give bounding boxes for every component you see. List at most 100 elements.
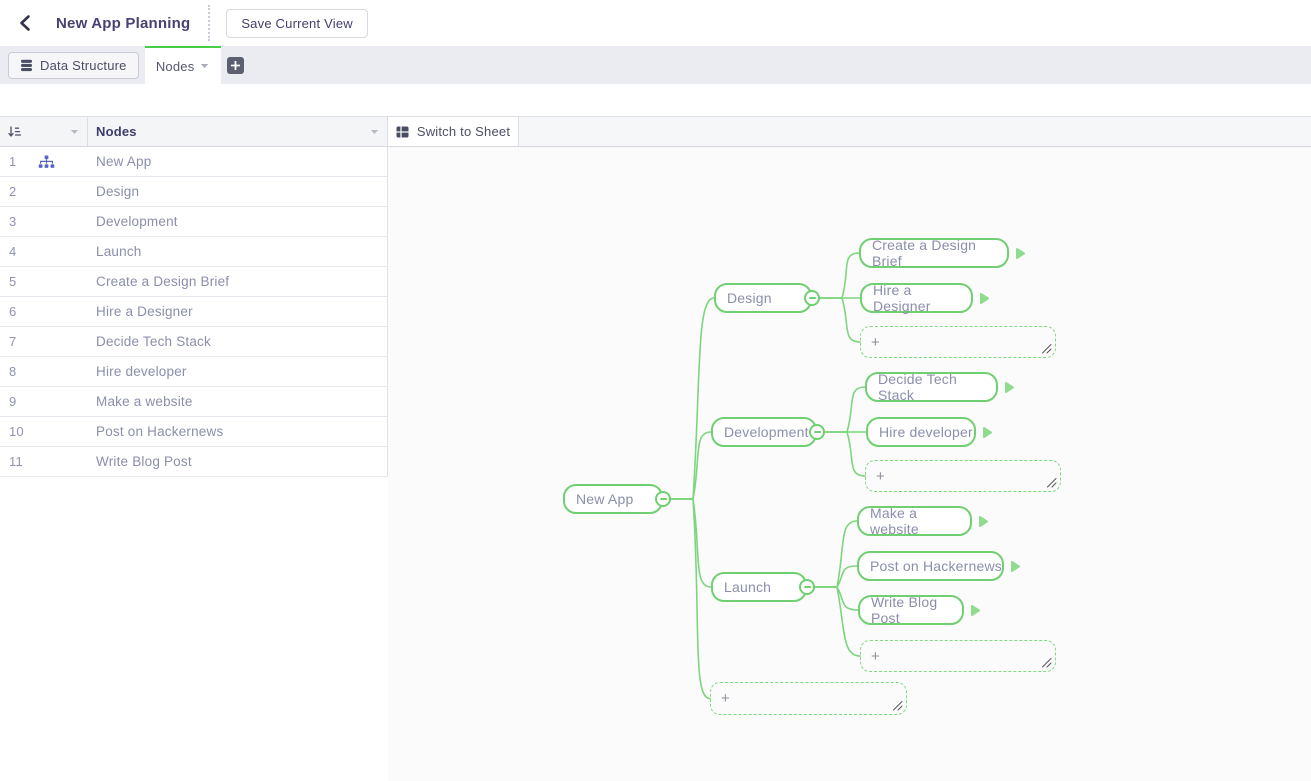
resize-handle-icon[interactable]: [1041, 657, 1052, 668]
table-row[interactable]: 2 Design: [0, 177, 387, 207]
collapse-button[interactable]: [809, 424, 825, 440]
resize-handle-icon[interactable]: [1041, 343, 1052, 354]
grid-header: Nodes Switch to Sheet: [0, 116, 1311, 147]
back-button[interactable]: [10, 8, 40, 38]
divider: [208, 5, 211, 41]
mindmap-node-launch[interactable]: Launch: [711, 572, 807, 602]
expand-arrow-icon[interactable]: [979, 292, 990, 305]
add-view-button[interactable]: [226, 56, 244, 74]
database-icon: [21, 59, 32, 71]
mindmap-edges: [670, 252, 867, 700]
expand-arrow-icon[interactable]: [1010, 560, 1021, 573]
row-number-column-header[interactable]: [0, 117, 88, 146]
plus-label: +: [721, 690, 730, 707]
mindmap-node-hire-a-designer[interactable]: Hire a Designer: [860, 282, 973, 314]
table-row[interactable]: 9 Make a website: [0, 387, 387, 417]
mindmap-add-node-development[interactable]: +: [865, 460, 1061, 492]
mindmap-node-development[interactable]: Development: [711, 417, 817, 447]
table-row[interactable]: 3 Development: [0, 207, 387, 237]
page-title: New App Planning: [56, 14, 191, 32]
mindmap-node-label: Hire a Designer: [873, 282, 931, 314]
expand-arrow-icon[interactable]: [970, 604, 981, 617]
mindmap-node-label: Design: [727, 290, 772, 306]
mindmap-node-create-a-design-brief[interactable]: Create a Design Brief: [859, 237, 1009, 269]
row-label: Design: [96, 184, 140, 199]
resize-handle-icon[interactable]: [892, 700, 903, 711]
sheet-grid-icon: [396, 126, 409, 137]
mindmap-add-node-design[interactable]: +: [860, 326, 1056, 358]
row-number: 3: [9, 214, 17, 229]
mindmap-add-node-new-app[interactable]: +: [710, 682, 907, 715]
chevron-down-icon[interactable]: [200, 63, 209, 69]
expand-arrow-icon[interactable]: [982, 426, 993, 439]
mindmap-node-write-blog-post[interactable]: Write Blog Post: [858, 594, 964, 626]
expand-arrow-icon[interactable]: [978, 515, 989, 528]
spacer: [0, 84, 1311, 116]
row-number: 1: [9, 154, 17, 169]
expand-arrow-icon[interactable]: [1015, 247, 1026, 260]
mindmap-node-decide-tech-stack[interactable]: Decide Tech Stack: [865, 371, 998, 403]
titlebar: New App Planning Save Current View: [0, 0, 1311, 46]
mindmap-node-label: Development: [724, 424, 809, 440]
data-structure-button[interactable]: Data Structure: [8, 51, 139, 79]
mindmap-node-make-a-website[interactable]: Make a website: [857, 505, 972, 537]
row-label: New App: [96, 154, 152, 169]
row-number: 2: [9, 184, 17, 199]
row-number: 9: [9, 394, 17, 409]
sort-icon: [8, 125, 21, 137]
row-number: 8: [9, 364, 17, 379]
mindmap-add-node-launch[interactable]: +: [860, 640, 1056, 672]
nodes-column-header[interactable]: Nodes: [88, 117, 388, 146]
row-number: 11: [9, 454, 23, 469]
switch-to-sheet-button[interactable]: Switch to Sheet: [388, 117, 519, 146]
row-label: Decide Tech Stack: [96, 334, 211, 349]
mindmap-node-label: Launch: [724, 579, 772, 595]
mindmap-node-label: Decide Tech Stack: [878, 371, 957, 403]
chevron-left-icon: [20, 15, 30, 31]
chevron-down-icon[interactable]: [370, 129, 379, 135]
resize-handle-icon[interactable]: [1046, 477, 1057, 488]
mindmap-node-design[interactable]: Design: [714, 283, 812, 313]
mindmap-node-post-on-hackernews[interactable]: Post on Hackernews: [857, 551, 1004, 581]
row-label: Launch: [96, 244, 142, 259]
collapse-button[interactable]: [655, 491, 671, 507]
mindmap-node-label: Write Blog Post: [871, 594, 938, 626]
collapse-button[interactable]: [799, 579, 815, 595]
row-label: Make a website: [96, 394, 193, 409]
table-row[interactable]: 8 Hire developer: [0, 357, 387, 387]
chevron-down-icon[interactable]: [70, 129, 79, 135]
expand-arrow-icon[interactable]: [1004, 381, 1015, 394]
row-number: 5: [9, 274, 17, 289]
row-label: Create a Design Brief: [96, 274, 230, 289]
save-current-view-button[interactable]: Save Current View: [226, 8, 368, 38]
mindmap-node-label: Post on Hackernews: [870, 558, 1002, 574]
row-label: Development: [96, 214, 178, 229]
plus-label: +: [871, 333, 880, 351]
collapse-button[interactable]: [804, 290, 820, 306]
plus-icon: [230, 60, 240, 70]
data-structure-label: Data Structure: [40, 57, 127, 73]
mindmap-node-label: New App: [576, 491, 634, 507]
sitemap-icon: [38, 155, 54, 168]
tab-nodes[interactable]: Nodes: [144, 46, 221, 84]
row-label: Post on Hackernews: [96, 424, 224, 439]
nodes-column-label: Nodes: [96, 124, 137, 139]
row-label: Hire developer: [96, 364, 187, 379]
mindmap-node-new-app[interactable]: New App: [563, 484, 663, 514]
row-number: 6: [9, 304, 17, 319]
mindmap-node-hire-developer[interactable]: Hire developer: [866, 417, 976, 447]
mindmap-node-label: Create a Design Brief: [872, 237, 977, 269]
view-tabbar: Data Structure Nodes: [0, 46, 1311, 84]
table-row[interactable]: 5 Create a Design Brief: [0, 267, 387, 297]
plus-label: +: [876, 467, 885, 485]
table-row[interactable]: 1 New App: [0, 147, 387, 177]
grid-header-filler: [519, 117, 1311, 146]
